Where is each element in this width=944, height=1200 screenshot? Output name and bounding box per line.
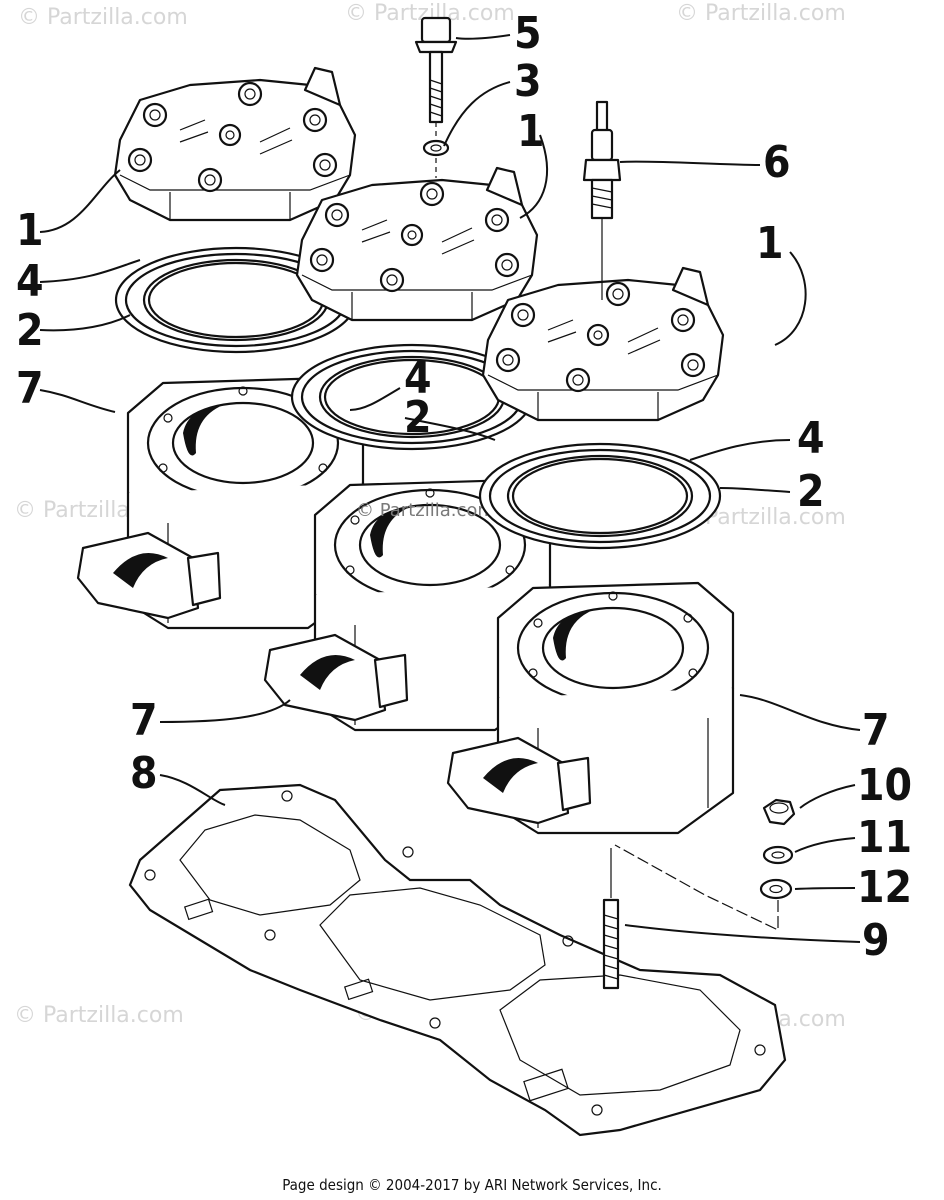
flange-nut (762, 798, 796, 826)
callout-1-right-head: 1 (756, 218, 784, 269)
callout-2-left-gasket: 2 (16, 305, 44, 356)
callout-10-nut: 10 (857, 760, 912, 811)
lock-washer (762, 845, 794, 865)
o-ring-right (506, 454, 694, 538)
callout-7-middle-cylinder: 7 (130, 695, 158, 746)
cylinder-stud (602, 848, 620, 990)
leader-lines (39, 34, 861, 943)
watermark-text: © Partzilla.com (14, 1003, 184, 1028)
head-washer (422, 139, 450, 157)
callout-2-right-gasket: 2 (797, 466, 825, 517)
callout-12-washer: 12 (857, 862, 912, 913)
callout-7-left-cylinder: 7 (16, 363, 44, 414)
callout-2-middle-gasket: 2 (404, 392, 432, 443)
callout-11-lock-washer: 11 (857, 812, 912, 863)
page-footer: Page design © 2004-2017 by ARI Network S… (282, 1176, 662, 1194)
callout-7-right-cylinder: 7 (862, 705, 890, 756)
callout-6-spark-plug: 6 (763, 137, 791, 188)
watermark-text: © Partzilla.com (18, 5, 188, 30)
callout-4-right-oring: 4 (797, 413, 825, 464)
base-gasket (128, 783, 787, 1137)
callout-1-middle-head: 1 (517, 106, 545, 157)
cylinder-head-left (113, 66, 357, 222)
callout-8-base-gasket: 8 (130, 748, 158, 799)
callout-4-left-oring: 4 (16, 256, 44, 307)
watermark-text: © Partzilla.com (676, 1, 846, 26)
callout-5-bolt: 5 (514, 8, 542, 59)
head-bolt (414, 16, 458, 178)
flat-washer (759, 878, 793, 900)
callout-9-stud: 9 (862, 915, 890, 966)
callouts: 1 4 2 7 5 3 1 6 1 4 2 4 2 7 7 8 10 11 12… (16, 8, 912, 966)
spark-plug (582, 100, 622, 300)
center-watermark: © Partzilla.com (356, 500, 495, 521)
callout-1-left-head: 1 (16, 205, 44, 256)
callout-3-washer: 3 (514, 56, 542, 107)
callout-4-middle-oring: 4 (404, 353, 432, 404)
